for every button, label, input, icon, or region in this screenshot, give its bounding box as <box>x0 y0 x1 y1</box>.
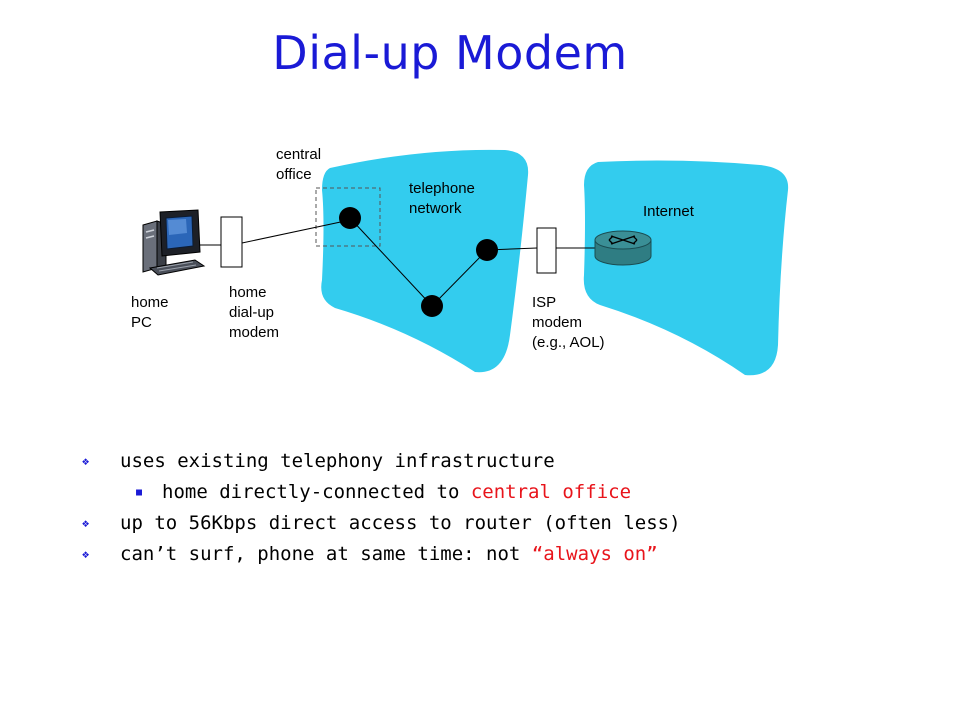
home-pc-icon <box>142 209 206 276</box>
bullet-highlight: central office <box>470 481 632 503</box>
link-modem-to-office <box>241 219 351 244</box>
link-office-to-switch <box>349 217 433 307</box>
sub-bullet-item: ■ home directly-connected to central off… <box>82 477 681 508</box>
bullet-text: home directly-connected to <box>162 481 471 503</box>
telephone-network-label: telephone network <box>409 180 475 217</box>
telephone-switch-node-upper <box>476 239 498 261</box>
bullet-text: up to 56Kbps direct access to router (of… <box>120 512 681 534</box>
diamond-bullet-icon: ❖ <box>82 547 90 561</box>
square-bullet-icon: ■ <box>136 487 143 498</box>
home-modem-icon <box>220 216 243 268</box>
internet-label: Internet <box>643 203 694 220</box>
home-modem-label: home dial-up modem <box>229 284 280 341</box>
isp-modem-label: ISP modem (e.g., AOL) <box>532 294 605 351</box>
isp-modem-icon <box>536 227 557 274</box>
central-office-label: central office <box>276 146 322 183</box>
central-office-switch-node <box>339 207 361 229</box>
telephone-switch-node-lower <box>421 295 443 317</box>
bullet-highlight: “always on” <box>531 543 658 565</box>
bullet-item: ❖ uses existing telephony infrastructure <box>82 446 681 477</box>
slide-title: Dial-up Modem <box>272 26 628 80</box>
central-office-box <box>315 187 381 247</box>
bullet-item: ❖ can’t surf, phone at same time: not “a… <box>82 539 681 570</box>
bullet-text: can’t surf, phone at same time: not <box>120 543 532 565</box>
bullet-item: ❖ up to 56Kbps direct access to router (… <box>82 508 681 539</box>
internet-cloud <box>583 160 789 376</box>
bullet-list: ❖ uses existing telephony infrastructure… <box>82 446 681 570</box>
bullet-text: uses existing telephony infrastructure <box>120 450 555 472</box>
telephone-network-cloud <box>321 149 529 373</box>
router-icon <box>594 230 652 266</box>
home-pc-label: home PC <box>131 294 169 331</box>
diamond-bullet-icon: ❖ <box>82 454 90 468</box>
link-switch-to-switch <box>431 249 488 307</box>
diamond-bullet-icon: ❖ <box>82 516 90 530</box>
